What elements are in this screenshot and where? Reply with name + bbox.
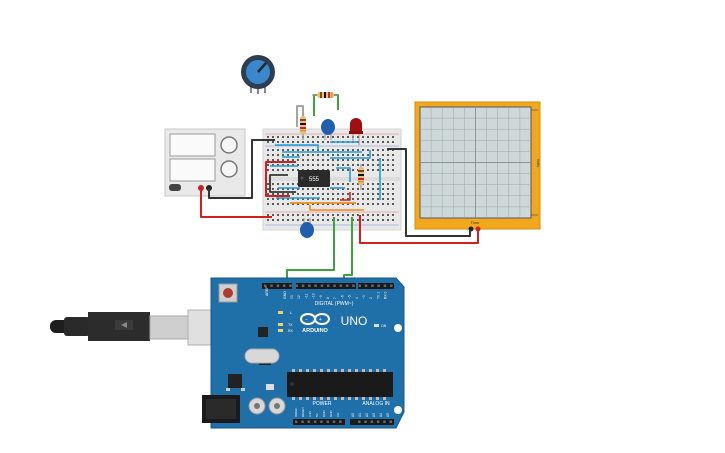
atmega-chip[interactable]: [287, 369, 393, 400]
potentiometer[interactable]: [241, 55, 275, 94]
pin-label: 7: [333, 297, 337, 299]
pin-label: 4: [355, 297, 359, 299]
pin-label: ~3: [362, 295, 366, 299]
led-rx-label: RX: [288, 329, 294, 333]
digital-header-pins[interactable]: [264, 284, 393, 288]
capacitor-bottom[interactable]: [300, 218, 314, 238]
resistor-right[interactable]: [358, 164, 364, 190]
pin-label-gnd: GND: [283, 291, 287, 299]
analog-in-label: ANALOG IN: [362, 401, 390, 407]
oscilloscope-time-label: Time: [471, 220, 481, 225]
pin-label: A5: [386, 413, 390, 417]
pin-label: A3: [372, 413, 376, 417]
oscilloscope-volts-label: Volts: [536, 159, 541, 168]
pin-label: 5V: [315, 413, 319, 417]
pin-label: 3.3V: [308, 411, 312, 417]
ic-555-chip[interactable]: 555: [298, 170, 330, 187]
power-supply[interactable]: [164, 128, 246, 197]
led-l-label: L: [290, 311, 292, 315]
pin-label: 2: [369, 297, 373, 299]
capacitor-top[interactable]: [321, 119, 335, 140]
pin-label: A1: [358, 413, 362, 417]
digital-pwm-label: DIGITAL (PWM~): [315, 301, 354, 307]
pin-label: RX 0: [384, 292, 388, 299]
pin-label: ~11: [304, 293, 308, 299]
pin-label: GND: [329, 410, 333, 418]
pin-label: Vin: [336, 412, 340, 417]
svg-text:−: −: [305, 317, 308, 323]
pin-label: 13: [290, 295, 294, 299]
led-tx-label: TX: [288, 323, 293, 327]
pin-label: IOREF: [294, 408, 298, 417]
pin-label: ~10: [312, 293, 316, 299]
status-leds: L TX RX: [278, 311, 294, 333]
arduino-brand-label: ARDUINO: [302, 328, 328, 334]
pin-label: ~5: [348, 295, 352, 299]
power-jack[interactable]: [202, 395, 240, 423]
arduino-model-label: UNO: [341, 314, 368, 328]
pin-label: TX 1: [376, 292, 380, 299]
ic-555-label: 555: [309, 177, 320, 183]
pin-label: ~6: [340, 295, 344, 299]
pin-label: A2: [365, 413, 369, 417]
pin-label: 8: [326, 297, 330, 299]
reset-button[interactable]: [218, 283, 238, 303]
capacitors: [248, 397, 286, 415]
usb-cable[interactable]: [50, 309, 237, 346]
on-label: ON: [381, 324, 387, 328]
svg-text:+: +: [319, 317, 322, 323]
oscilloscope-grid: [420, 107, 531, 218]
led-red[interactable]: [349, 118, 363, 145]
resistor-top[interactable]: [312, 92, 338, 98]
pin-label: 12: [297, 295, 301, 299]
arduino-logo: − +: [300, 313, 330, 325]
power-analog-header-pins[interactable]: [295, 420, 392, 424]
pin-label: A0: [351, 413, 355, 417]
pin-label: GND: [322, 410, 326, 418]
aref-label: AREF: [265, 287, 269, 296]
pin-label: A4: [379, 413, 383, 417]
resistor-left[interactable]: [300, 112, 306, 140]
pin-label: RESET: [301, 407, 305, 417]
breadboard[interactable]: [262, 128, 402, 231]
oscilloscope[interactable]: Time Volts: [414, 101, 541, 232]
power-label: POWER: [313, 401, 332, 407]
pin-label: ~9: [319, 295, 323, 299]
